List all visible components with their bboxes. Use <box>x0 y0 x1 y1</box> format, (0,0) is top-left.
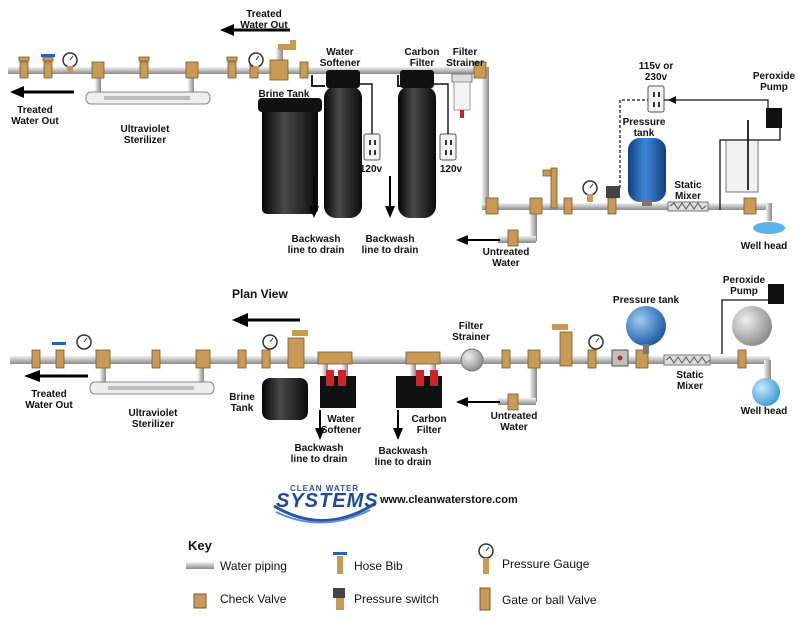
key-check-valve: Check Valve <box>220 592 287 606</box>
label-backwash-carbon-plan: Backwash line to drain <box>374 446 432 468</box>
softener-head <box>326 70 360 88</box>
hose-bib-icon <box>41 54 55 57</box>
label-static-mixer-plan: Static Mixer <box>676 370 704 392</box>
valve-icon <box>479 587 491 611</box>
label-pressure-tank-plan: Pressure tank <box>612 295 680 306</box>
label-treated-out-top: Treated Water Out <box>240 9 288 31</box>
uv-drop-right <box>188 72 194 96</box>
label-strainer-plan: Filter Strainer <box>452 321 490 343</box>
label-well-head-top: Well head <box>740 241 788 252</box>
label-water-softener-top: Water Softener <box>319 47 361 69</box>
check-valve-icon <box>193 593 207 609</box>
brand-url: www.cleanwaterstore.com <box>380 494 518 506</box>
label-peroxide-pump-plan: Peroxide Pump <box>722 275 766 297</box>
arrow-down-icon <box>309 176 395 218</box>
filter-strainer-plan <box>460 348 484 372</box>
label-120v-carbon: 120v <box>439 164 463 175</box>
key-gate-valve: Gate or ball Valve <box>502 593 597 607</box>
label-carbon-plan: Carbon Filter <box>411 414 447 436</box>
untreated-inlet-top <box>530 203 537 241</box>
label-uv-plan: Ultraviolet Sterilizer <box>128 408 178 430</box>
pressure-switch-top <box>606 186 620 198</box>
label-static-mixer-top: Static Mixer <box>674 180 702 202</box>
filter-strainer-top <box>451 73 473 118</box>
label-filter-strainer-top: Filter Strainer <box>446 47 484 69</box>
label-backwash-softener-top: Backwash line to drain <box>287 234 345 256</box>
label-brine-plan: Brine Tank <box>229 392 255 414</box>
label-treated-out-plan: Treated Water Out <box>25 389 73 411</box>
brand-line2: SYSTEMS <box>276 490 379 512</box>
peroxide-pump-top <box>766 108 782 128</box>
label-plan-view: Plan View <box>232 287 288 301</box>
carbon-filter-tank <box>398 86 436 218</box>
pressure-tank-plan <box>626 306 666 346</box>
label-uv-top: Ultraviolet Sterilizer <box>120 124 170 146</box>
label-carbon-filter-top: Carbon Filter <box>404 47 440 69</box>
treated-out-riser <box>276 48 283 70</box>
label-untreated-plan: Untreated Water <box>490 411 538 433</box>
label-115v-230v: 115v or 230v <box>638 61 674 83</box>
brand-line1: CLEAN WATER <box>290 484 360 493</box>
label-untreated-top: Untreated Water <box>482 247 530 269</box>
well-head-plan <box>752 378 780 406</box>
label-peroxide-pump-top: Peroxide Pump <box>752 71 796 93</box>
water-softener-tank <box>324 86 362 218</box>
faucet-top <box>278 40 296 50</box>
hose-bib-icon <box>333 552 347 574</box>
peroxide-container <box>725 139 759 193</box>
key-hose-bib: Hose Bib <box>354 559 403 573</box>
key-pipe-icon <box>186 562 214 569</box>
label-well-head-plan: Well head <box>740 406 788 417</box>
key-pressure-switch: Pressure switch <box>354 592 439 606</box>
arrow-left-icon <box>10 24 500 245</box>
gauge-icon <box>478 543 494 574</box>
pressure-switch-icon <box>333 588 345 610</box>
label-brine-tank-top: Brine Tank <box>258 89 310 100</box>
well-head-top <box>753 222 785 234</box>
label-120v-softener: 120v <box>359 164 383 175</box>
label-treated-out-left: Treated Water Out <box>11 105 59 127</box>
brine-tank-plan <box>262 378 308 420</box>
pressure-tank-top <box>628 138 666 202</box>
key-water-piping: Water piping <box>220 559 287 573</box>
key-pressure-gauge: Pressure Gauge <box>502 557 590 571</box>
brine-tank <box>262 100 318 214</box>
label-pressure-tank-top: Pressure tank <box>622 117 666 139</box>
outlet-icon <box>363 85 665 161</box>
label-backwash-carbon-top: Backwash line to drain <box>361 234 419 256</box>
main-pipe-plan <box>10 356 770 364</box>
lower-pipe-top <box>482 203 772 210</box>
label-softener-plan: Water Softener <box>320 414 362 436</box>
main-pipe-top <box>8 67 486 74</box>
uv-drop-left <box>95 72 101 96</box>
label-backwash-softener-plan: Backwash line to drain <box>290 443 348 465</box>
carbon-head <box>400 70 434 88</box>
key-title: Key <box>188 538 212 553</box>
peroxide-pump-plan <box>768 284 784 304</box>
riser-pipe-top <box>482 67 489 207</box>
brand-logo <box>273 502 375 524</box>
gauge-icon <box>62 52 598 202</box>
peroxide-tank-plan <box>732 306 772 346</box>
